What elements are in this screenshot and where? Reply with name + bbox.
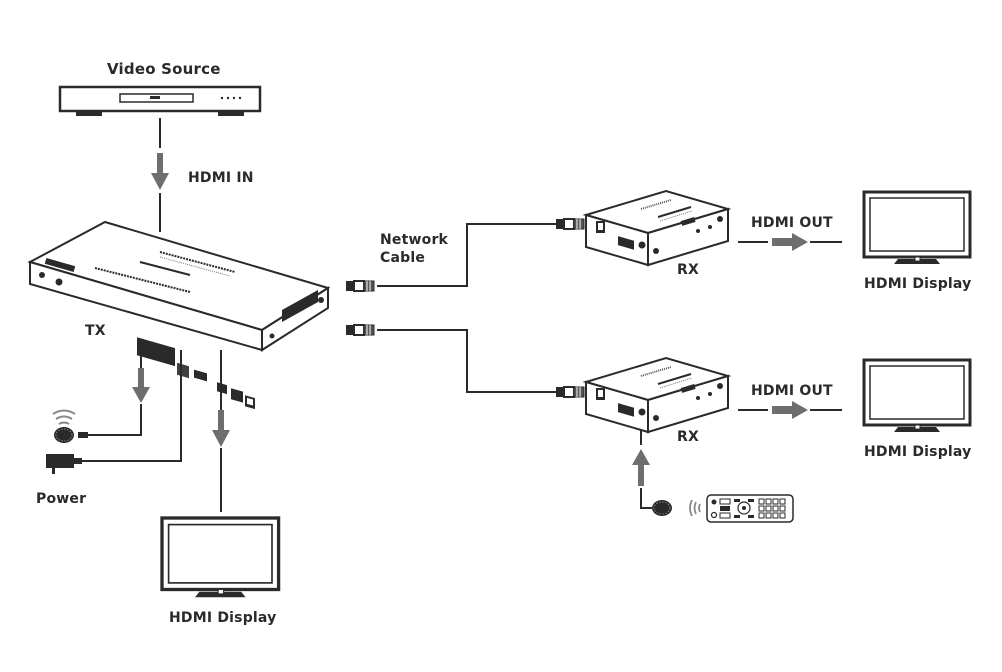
rx-device-2 [585, 357, 729, 433]
power-link [74, 350, 182, 464]
hdmi-out-link-1 [738, 233, 842, 251]
power-plug-icon [46, 454, 74, 468]
hdmi-in-label: HDMI IN [188, 170, 254, 186]
wireless-signal-icon [689, 499, 701, 517]
tx-device [27, 220, 331, 410]
network-cable-label: Network Cable [380, 232, 449, 266]
rx-ir-link [632, 430, 652, 509]
network-cable-2 [345, 324, 585, 398]
hdmi-display-bottom-label: HDMI Display [864, 444, 972, 460]
hdmi-display-1 [862, 190, 972, 266]
video-source-device [58, 85, 262, 116]
tx-ir-link [78, 348, 150, 438]
hdmi-out-bottom-label: HDMI OUT [751, 383, 833, 399]
arrow-right-icon [792, 401, 808, 419]
tx-local-display-link [212, 350, 230, 512]
tx-label: TX [85, 323, 106, 339]
ir-receiver-rx [651, 499, 673, 517]
video-source-label: Video Source [107, 60, 221, 78]
arrow-right-icon [792, 233, 808, 251]
hdmi-display-local [160, 516, 281, 599]
arrow-down-icon [132, 387, 150, 403]
hdmi-out-top-label: HDMI OUT [751, 215, 833, 231]
hdmi-display-top-label: HDMI Display [864, 276, 972, 292]
rx-top-label: RX [677, 262, 699, 278]
hdmi-in-link [151, 118, 169, 232]
rx-device-1 [585, 190, 729, 266]
arrow-up-icon [632, 449, 650, 465]
arrow-down-icon [212, 430, 230, 447]
network-cable-1 [345, 218, 585, 292]
power-adapter [46, 454, 74, 474]
rx-bottom-label: RX [677, 429, 699, 445]
hdmi-out-link-2 [738, 401, 842, 419]
power-label: Power [36, 491, 87, 507]
ir-receiver-tx [52, 409, 76, 444]
hdmi-display-2 [862, 358, 972, 434]
remote-control-icon [706, 494, 794, 523]
hdmi-display-local-label: HDMI Display [169, 610, 277, 626]
arrow-down-icon [151, 173, 169, 190]
wireless-signal-icon [55, 415, 73, 420]
